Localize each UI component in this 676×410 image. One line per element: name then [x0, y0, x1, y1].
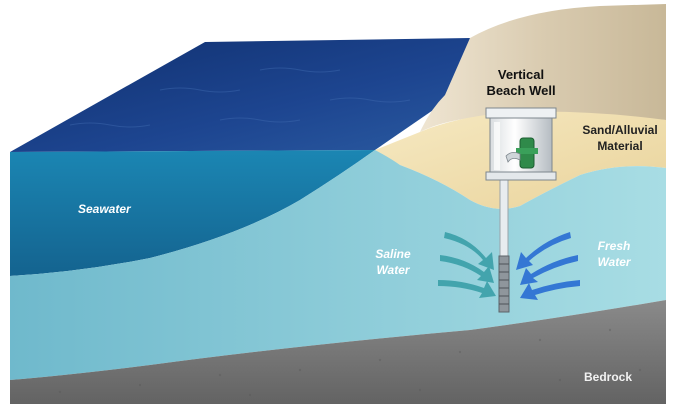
saline-label-line1: Saline: [375, 247, 411, 261]
pump-icon: [505, 137, 538, 169]
bedrock-label: Bedrock: [584, 370, 632, 384]
dune-land: [420, 4, 666, 132]
groundwater-zone: [10, 150, 666, 380]
sea-surface: [10, 38, 470, 152]
saline-water-arrows: [438, 232, 496, 298]
bedrock-texture: [58, 328, 642, 397]
well-label-line1: Vertical: [498, 67, 544, 82]
fresh-label-line2: Water: [597, 255, 631, 269]
fresh-label-line1: Fresh: [598, 239, 631, 253]
sea-surface-ripples: [69, 67, 411, 128]
well-screen: [498, 255, 510, 313]
saline-label-line2: Water: [376, 263, 410, 277]
seawater-body: [10, 150, 375, 276]
sand-label-line2: Material: [597, 139, 642, 153]
fresh-water-arrows: [516, 232, 580, 300]
bedrock-layer: [10, 300, 666, 404]
well-casing: [499, 175, 509, 257]
sand-label-line1: Sand/Alluvial: [582, 123, 657, 137]
well-label-line2: Beach Well: [486, 83, 555, 98]
seawater-label: Seawater: [78, 202, 132, 216]
